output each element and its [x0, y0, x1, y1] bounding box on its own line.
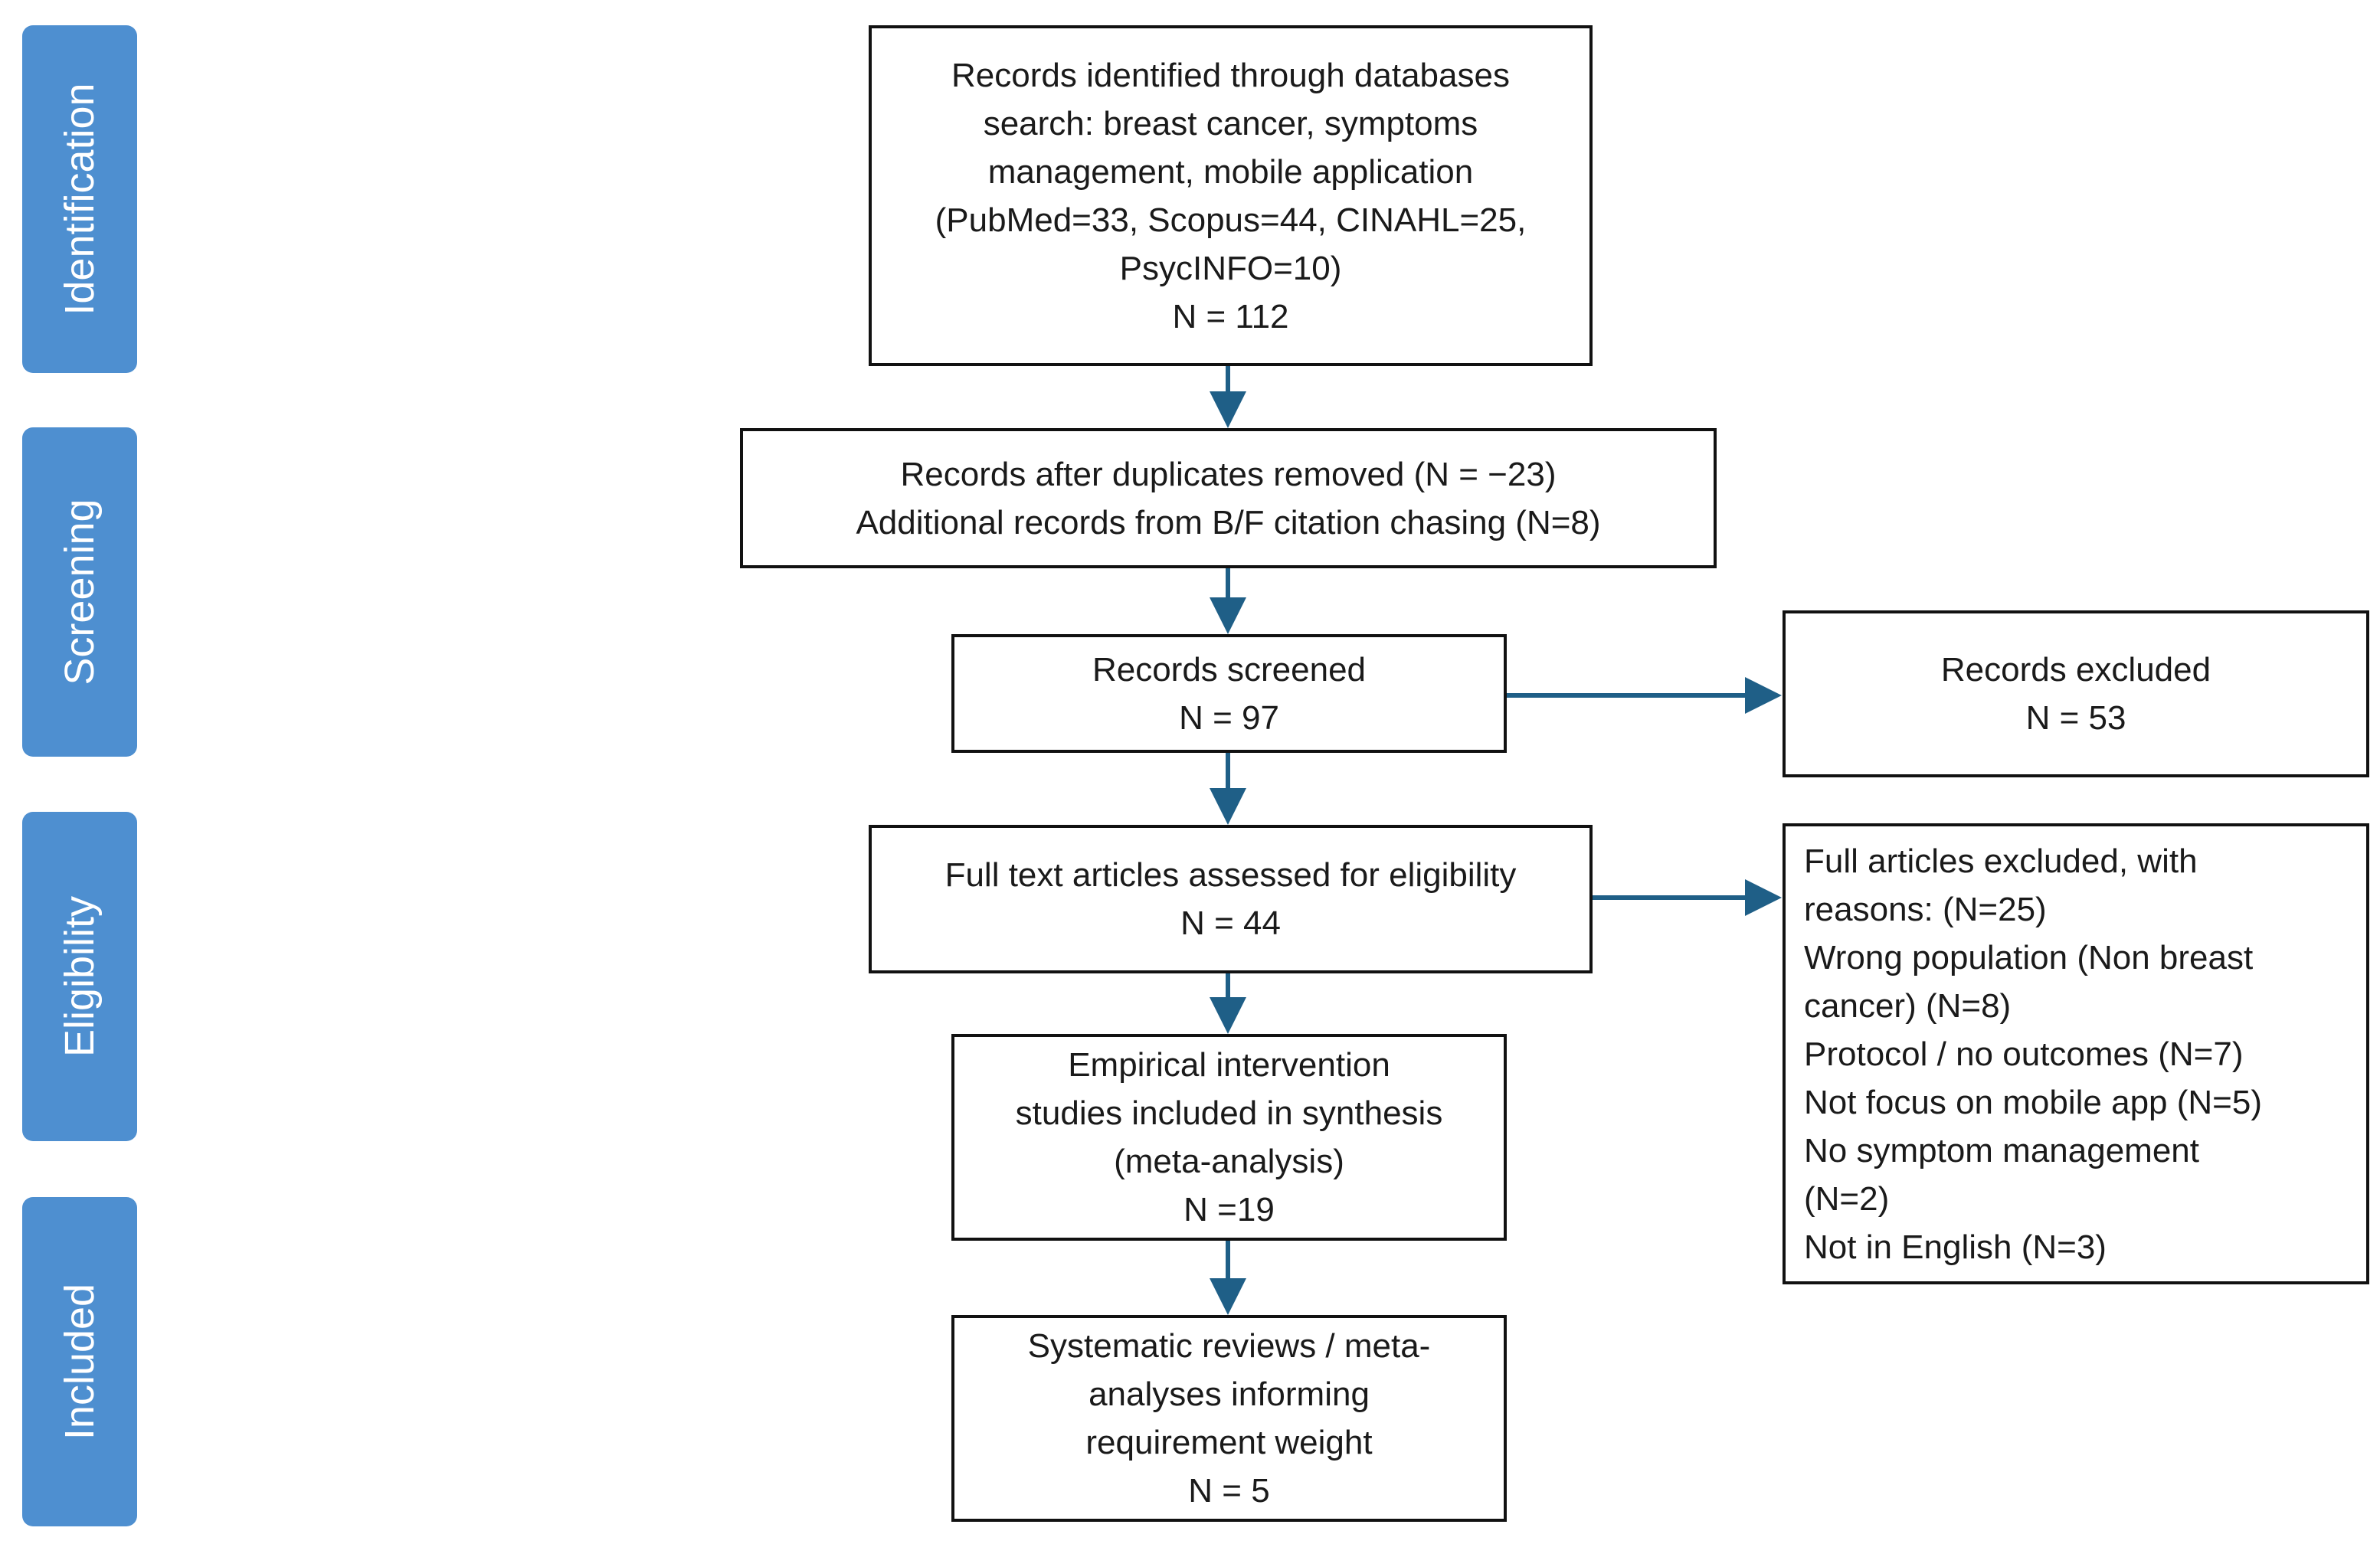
studies-in-synthesis-box: Empirical intervention studies included … [951, 1034, 1507, 1241]
box-line: Systematic reviews / meta- [1027, 1327, 1431, 1365]
stage-screening: Screening [22, 427, 137, 757]
box-line: Records excluded [1940, 651, 2211, 689]
box-line: N = 112 [1172, 297, 1289, 335]
box-line: N = 5 [1188, 1472, 1270, 1510]
box-line: Records screened [1092, 650, 1367, 689]
box-line: requirement weight [1085, 1424, 1373, 1461]
systematic-reviews-box: Systematic reviews / meta- analyses info… [951, 1315, 1507, 1522]
box-line: analyses informing [1089, 1376, 1370, 1413]
box-line: Not in English (N=3) [1804, 1228, 2107, 1266]
stage-identification: Identification [22, 25, 137, 373]
records-identified-box: Records identified through databases sea… [869, 25, 1593, 366]
box-line: Additional records from B/F citation cha… [856, 503, 1601, 541]
stage-included: Included [22, 1197, 137, 1526]
box-line: studies included in synthesis [1015, 1094, 1443, 1132]
box-line: N =19 [1183, 1191, 1275, 1228]
box-line: N = 97 [1179, 698, 1279, 737]
stage-eligibility: Eligibility [22, 812, 137, 1141]
box-line: PsycINFO=10) [1119, 249, 1342, 287]
box-line: search: breast cancer, symptoms [983, 104, 1478, 142]
box-line: Full text articles assessed for eligibil… [944, 856, 1517, 894]
box-line: Empirical intervention [1068, 1046, 1390, 1084]
records-excluded-box: Records excluded N = 53 [1783, 610, 2369, 777]
box-line: Records after duplicates removed (N = −2… [900, 455, 1557, 493]
box-line: (N=2) [1804, 1179, 1890, 1218]
box-line: Not focus on mobile app (N=5) [1804, 1083, 2262, 1121]
full-articles-excluded-box: Full articles excluded, with reasons: (N… [1783, 823, 2369, 1284]
box-line: (PubMed=33, Scopus=44, CINAHL=25, [935, 201, 1527, 239]
box-line: No symptom management [1804, 1131, 2199, 1169]
records-screened-box: Records screened N = 97 [951, 634, 1507, 753]
box-line: Protocol / no outcomes (N=7) [1804, 1035, 2244, 1073]
box-line: Wrong population (Non breast [1804, 938, 2254, 976]
full-text-assessed-box: Full text articles assessed for eligibil… [869, 825, 1593, 973]
box-line: cancer) (N=8) [1804, 986, 2012, 1025]
box-line: (meta-analysis) [1114, 1143, 1344, 1180]
records-deduplicated-box: Records after duplicates removed (N = −2… [740, 428, 1717, 568]
box-line: Records identified through databases [951, 56, 1510, 94]
box-line: N = 53 [2025, 699, 2126, 737]
box-line: reasons: (N=25) [1804, 890, 2047, 928]
box-line: management, mobile application [987, 152, 1474, 191]
box-line: N = 44 [1180, 904, 1281, 942]
box-line: Full articles excluded, with [1804, 842, 2198, 880]
